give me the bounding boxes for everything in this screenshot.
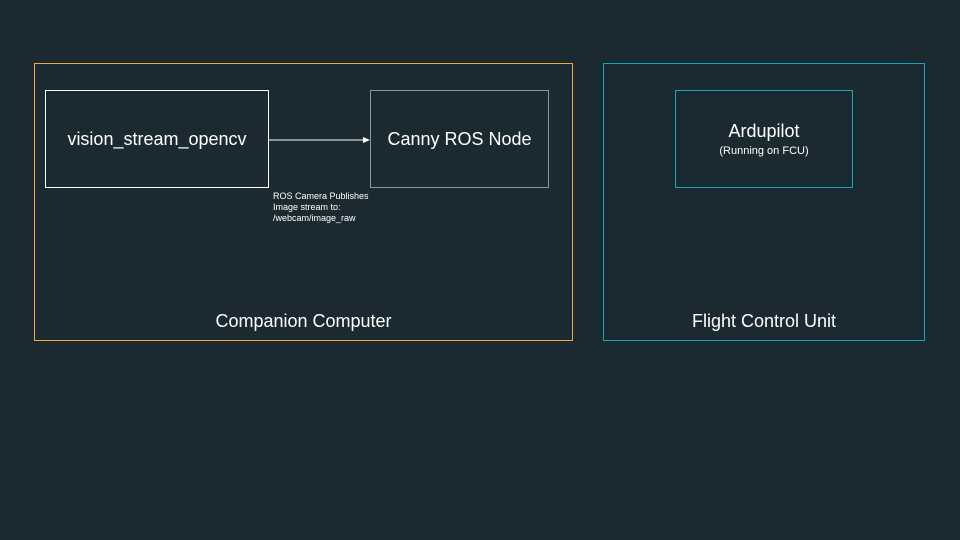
canny-ros-node-title: Canny ROS Node <box>387 128 532 149</box>
ardupilot-subtitle: (Running on FCU) <box>719 145 809 157</box>
edge-label-line-2: Image stream to: <box>273 202 341 212</box>
canny-ros-node: Canny ROS Node <box>370 90 549 188</box>
flight-control-unit-label: Flight Control Unit <box>691 311 837 331</box>
edge-label-line-1: ROS Camera Publishes <box>273 191 369 201</box>
companion-computer-label: Companion Computer <box>215 311 392 331</box>
edge-label-line-3: /webcam/image_raw <box>273 213 356 223</box>
companion-computer-group: Companion Computer <box>34 63 573 341</box>
ardupilot-title: Ardupilot <box>728 121 800 141</box>
ardupilot-node: Ardupilot (Running on FCU) <box>675 90 853 188</box>
vision-stream-opencv-title: vision_stream_opencv <box>67 128 247 149</box>
flight-control-unit-group: Flight Control Unit <box>603 63 925 341</box>
vision-stream-opencv-node: vision_stream_opencv <box>45 90 269 188</box>
edge-label: ROS Camera Publishes Image stream to: /w… <box>273 191 369 224</box>
